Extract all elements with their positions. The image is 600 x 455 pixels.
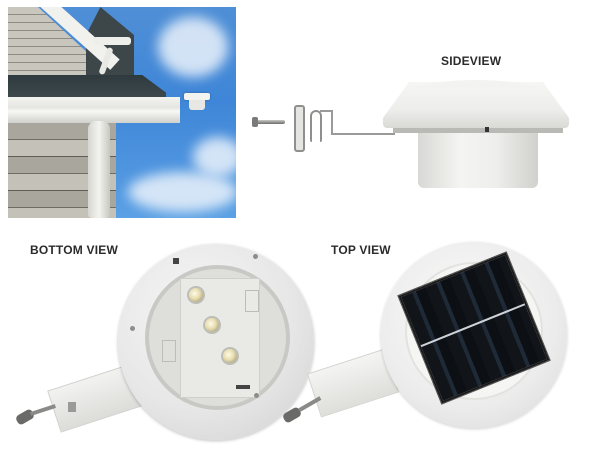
gutter-clip-loop bbox=[310, 110, 322, 142]
cloud bbox=[193, 137, 236, 177]
bolt-head bbox=[252, 117, 258, 127]
clip-slot bbox=[245, 290, 259, 312]
bracket-wire bbox=[331, 110, 333, 134]
clip-slot bbox=[162, 340, 176, 362]
screw-hole bbox=[253, 254, 258, 259]
bracket-wire bbox=[320, 110, 332, 112]
light-cap-top bbox=[407, 80, 545, 94]
cloud bbox=[128, 172, 236, 212]
installed-photo bbox=[8, 7, 236, 218]
roof-shingles bbox=[8, 75, 166, 97]
installed-light-body bbox=[189, 100, 205, 110]
led-icon bbox=[205, 318, 219, 332]
switch-icon bbox=[173, 258, 179, 264]
led-icon bbox=[189, 288, 203, 302]
switch-icon bbox=[485, 127, 489, 132]
bolt bbox=[30, 404, 56, 416]
mounting-bolt bbox=[253, 120, 285, 124]
upper-gutter bbox=[93, 37, 131, 45]
screw-hole bbox=[254, 393, 259, 398]
light-body-cylinder bbox=[418, 128, 538, 188]
light-seam bbox=[393, 128, 563, 133]
screw-hole bbox=[130, 326, 135, 331]
latch-tab bbox=[236, 385, 250, 389]
solar-panel-divider bbox=[420, 303, 526, 348]
sideview-label: SIDEVIEW bbox=[441, 54, 502, 68]
gutter-clip bbox=[294, 105, 305, 152]
bolt-nut bbox=[68, 402, 76, 412]
bottom-view-label: BOTTOM VIEW bbox=[30, 243, 118, 257]
led-icon bbox=[223, 349, 237, 363]
bracket-wire bbox=[331, 133, 395, 135]
eave-bracket bbox=[88, 121, 110, 218]
top-view-label: TOP VIEW bbox=[331, 243, 391, 257]
cloud bbox=[158, 17, 228, 77]
installed-light-cap bbox=[184, 93, 210, 100]
main-gutter bbox=[8, 97, 180, 123]
